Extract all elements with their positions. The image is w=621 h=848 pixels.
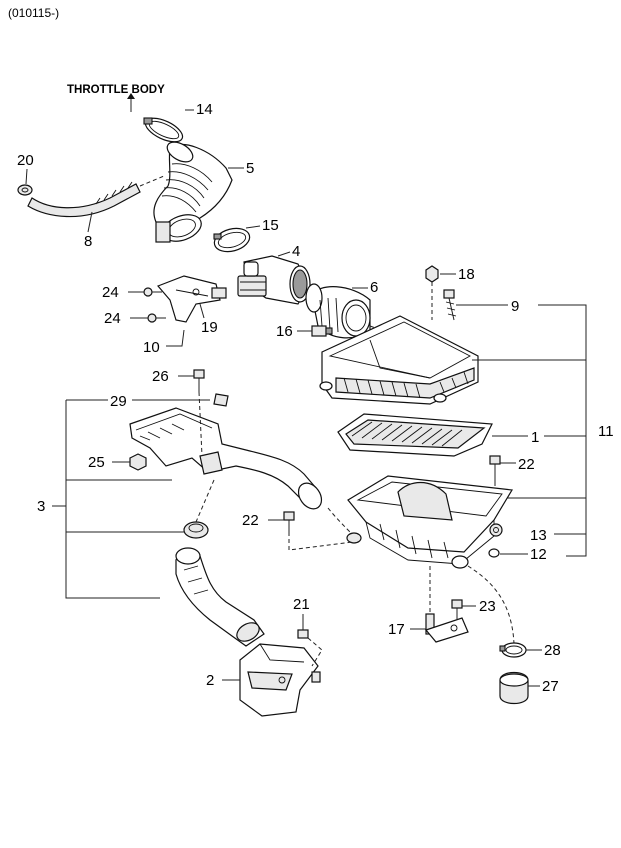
part-2-resonator <box>239 643 321 717</box>
callout-19: 19 <box>201 319 218 336</box>
callout-4: 4 <box>292 243 300 260</box>
callout-17: 17 <box>388 621 405 638</box>
callout-26: 26 <box>152 368 169 385</box>
part-29-inlet-duct <box>129 407 323 510</box>
callout-24b: 24 <box>104 310 121 327</box>
callout-21: 21 <box>293 596 310 613</box>
air-cleaner-upper-cover <box>319 315 479 405</box>
callout-11: 11 <box>598 423 614 440</box>
callout-22b: 22 <box>242 512 259 529</box>
part-5-intake-hose <box>153 141 233 243</box>
callout-14: 14 <box>196 101 213 118</box>
callout-1: 1 <box>531 429 539 446</box>
air-cleaner-lower-case <box>346 475 513 569</box>
callout-2: 2 <box>206 672 214 689</box>
callout-8: 8 <box>84 233 92 250</box>
part-18-nut <box>425 265 439 283</box>
callout-24a: 24 <box>102 284 119 301</box>
callout-28: 28 <box>544 642 561 659</box>
part-17-bracket <box>424 613 469 643</box>
throttle-body-arrow <box>127 93 135 112</box>
part-20-clamp <box>17 184 33 196</box>
part-8-breather-hose <box>27 181 141 218</box>
part-27-cap <box>499 671 529 705</box>
part-24b-bolt <box>147 313 166 323</box>
callout-16: 16 <box>276 323 293 340</box>
duct-grommet <box>183 521 209 539</box>
callout-29: 29 <box>110 393 127 410</box>
callout-3: 3 <box>37 498 45 515</box>
callout-5: 5 <box>246 160 254 177</box>
callout-20: 20 <box>17 152 34 169</box>
throttle-body-label: THROTTLE BODY <box>67 84 165 96</box>
callout-6: 6 <box>370 279 378 296</box>
part-6-duct-sleeve <box>305 283 371 339</box>
part-24a-bolt <box>143 287 162 297</box>
part-15-clamp <box>213 227 251 253</box>
part-1-filter-element <box>337 413 493 457</box>
part-22a-bolt <box>489 455 501 482</box>
callout-15: 15 <box>262 217 279 234</box>
part-22b-bolt <box>283 511 295 532</box>
callout-12: 12 <box>530 546 547 563</box>
part-12-grommet <box>488 548 500 558</box>
callout-10: 10 <box>143 339 160 356</box>
part-23-bolt <box>451 599 463 620</box>
callout-23: 23 <box>479 598 496 615</box>
part-21-bolt <box>297 614 309 639</box>
part-26-bolt <box>193 369 205 392</box>
callout-22a: 22 <box>518 456 535 473</box>
callout-27: 27 <box>542 678 559 695</box>
callout-13: 13 <box>530 527 547 544</box>
part-19-bracket <box>156 275 227 323</box>
callout-9: 9 <box>511 298 519 315</box>
part-13-grommet <box>489 523 503 537</box>
part-4-airflow-sensor <box>237 255 311 305</box>
part-9-bolt <box>443 289 457 321</box>
diagram-code: (010115-) <box>8 6 59 20</box>
part-14-clamp <box>143 117 184 143</box>
lower-duct <box>175 547 265 647</box>
part-28-clamp <box>499 642 527 658</box>
part-25-clip <box>129 453 147 471</box>
part-29-tab <box>213 393 229 407</box>
callout-18: 18 <box>458 266 475 283</box>
part-16-sensor <box>311 325 333 337</box>
callout-25: 25 <box>88 454 105 471</box>
